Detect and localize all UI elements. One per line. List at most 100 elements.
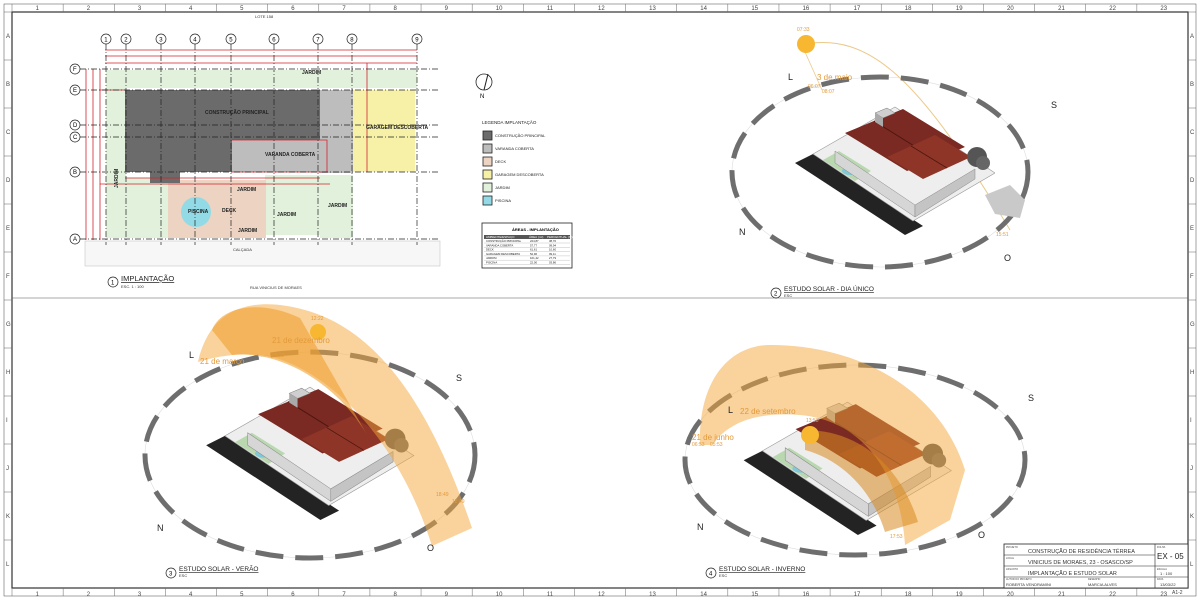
- sun-path-band: [212, 307, 370, 440]
- axis-label: 2: [124, 38, 128, 44]
- axis-bubble: [312, 33, 324, 45]
- axis-label: C: [73, 135, 78, 141]
- row-marker: I: [1190, 418, 1192, 424]
- axis-label: 4: [193, 38, 197, 44]
- column-marker: 13: [649, 6, 656, 12]
- axis-bubble: [69, 233, 81, 245]
- zone-label-garden: JARDIM: [237, 187, 256, 193]
- svg-text:2: 2: [774, 292, 778, 298]
- drawing-scale: 1 : 100: [1160, 571, 1173, 576]
- view-scale: ESC. 1 : 100: [121, 284, 144, 289]
- table-cell: DECK: [486, 248, 494, 252]
- zone-label-garden: JARDIM: [302, 70, 321, 76]
- zone-label-garden: JARDIM: [238, 228, 257, 234]
- axis-bubble: [189, 33, 201, 45]
- view-title-verao: 3 ESTUDO SOLAR - VERÃO ESC: [165, 564, 258, 579]
- legend-swatch: [482, 182, 493, 193]
- view-title: ESTUDO SOLAR - DIA ÚNICO: [784, 284, 874, 293]
- svg-text:07:33: 07:33: [797, 27, 810, 33]
- lot-label: LOTE 158: [255, 14, 274, 19]
- column-marker: 23: [1160, 6, 1167, 12]
- column-marker: 8: [393, 6, 397, 12]
- sheet-column-markers: 1122334455667788991010111112121313141415…: [11, 4, 1168, 598]
- axis-label: 9: [415, 38, 419, 44]
- svg-text:17:53: 17:53: [890, 534, 903, 540]
- row-marker: B: [1190, 82, 1194, 88]
- row-marker: H: [6, 370, 10, 376]
- axis-label: A: [73, 237, 77, 243]
- sun-icon: [801, 426, 819, 444]
- porch-zone: [320, 90, 353, 173]
- svg-text:05:22: 05:22: [272, 353, 285, 359]
- axis-label: B: [73, 170, 77, 176]
- svg-text:3 de maio: 3 de maio: [817, 73, 853, 82]
- sheet-number: EX - 05: [1157, 552, 1184, 561]
- table-cell: 10,60: [549, 248, 556, 252]
- svg-text:LOCAL: LOCAL: [1006, 557, 1015, 560]
- svg-text:06:07: 06:07: [808, 84, 821, 90]
- pool-zone: [181, 197, 211, 227]
- column-marker: 4: [189, 592, 193, 598]
- axis-label: 8: [350, 38, 354, 44]
- legend: LEGENDA IMPLANTAÇÃO CONSTRUÇÃO PRINCIPAL…: [482, 119, 546, 206]
- column-marker: 16: [803, 6, 810, 12]
- garden-zone: [320, 175, 353, 238]
- table-cell: CONSTRUÇÃO PRINCIPAL: [486, 238, 522, 243]
- column-marker: 3: [138, 6, 142, 12]
- column-marker: 6: [291, 6, 295, 12]
- svg-text:13:53: 13:53: [806, 418, 819, 424]
- areas-table: ÁREAS - IMPLANTAÇÃO AMBIENTE/ESPAÇO ÁREA…: [481, 222, 573, 269]
- svg-text:ESC: ESC: [784, 293, 792, 298]
- svg-text:FOLHA: FOLHA: [1157, 546, 1166, 549]
- column-marker: 20: [1007, 6, 1014, 12]
- column-marker: 23: [1160, 592, 1167, 598]
- table-cell: 09,94: [549, 243, 556, 247]
- sun-icon: [797, 35, 815, 53]
- column-marker: 20: [1007, 592, 1014, 598]
- sun-icon: [310, 324, 326, 340]
- compass-north: N: [157, 523, 164, 533]
- row-marker: A: [1190, 34, 1194, 40]
- structural-grid: [80, 44, 440, 245]
- axis-bubble: [100, 33, 112, 45]
- column-marker: 16: [803, 592, 810, 598]
- row-marker: L: [6, 562, 10, 568]
- svg-text:3: 3: [169, 572, 173, 578]
- column-marker: 12: [598, 6, 605, 12]
- view-title-dia-unico: 2 ESTUDO SOLAR - DIA ÚNICO ESC: [770, 284, 874, 299]
- svg-text:PROJETO: PROJETO: [1006, 546, 1018, 549]
- column-marker: 6: [291, 592, 295, 598]
- axis-bubble: [69, 84, 81, 96]
- solar-study-summer: 12:22 21 de dezembro 05:22 21 de março 1…: [142, 304, 478, 579]
- row-marker: L: [1190, 562, 1194, 568]
- zone-label-garden: JARDIM: [114, 169, 120, 188]
- axis-label: 5: [229, 38, 233, 44]
- table-cell: 224,87: [530, 239, 539, 243]
- legend-swatch: [482, 195, 493, 206]
- column-marker: 14: [700, 592, 707, 598]
- row-marker: G: [6, 322, 11, 328]
- column-marker: 21: [1058, 6, 1065, 12]
- garden-zone: [265, 175, 325, 235]
- zone-label-porch: VARANDA COBERTA: [265, 152, 316, 158]
- axis-label: E: [73, 88, 77, 94]
- garden-zone: [106, 88, 126, 238]
- axis-label: D: [73, 123, 78, 129]
- svg-text:DESENHO: DESENHO: [1088, 578, 1100, 581]
- legend-title: LEGENDA IMPLANTAÇÃO: [482, 119, 537, 125]
- garden-zone: [126, 178, 171, 238]
- view-title: ESTUDO SOLAR - INVERNO: [719, 566, 805, 573]
- axis-bubble: [225, 33, 237, 45]
- axis-bubble: [69, 166, 81, 178]
- svg-text:ESC: ESC: [719, 573, 727, 578]
- axis-bubble: [411, 33, 423, 45]
- row-marker: E: [6, 226, 10, 232]
- north-label: N: [480, 94, 484, 100]
- solar-study-single-day: 07:33 3 de maio 06:07 08:07 15:51 L S N …: [729, 27, 1057, 299]
- row-marker: G: [1190, 322, 1195, 328]
- legend-swatch: [482, 169, 493, 180]
- row-marker: A: [6, 34, 10, 40]
- compass-south: S: [456, 373, 462, 383]
